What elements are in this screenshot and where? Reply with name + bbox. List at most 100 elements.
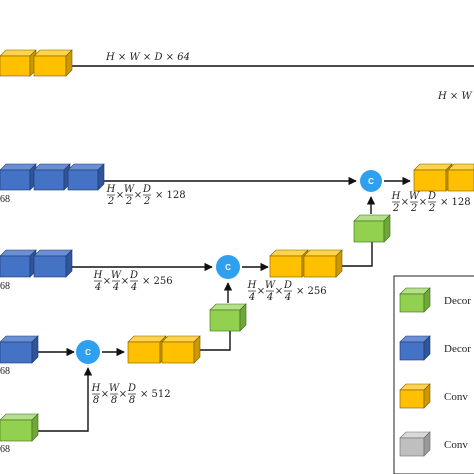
fraction-numerator: W <box>409 191 420 202</box>
channel-count: × 128 <box>440 197 471 208</box>
fraction-numerator: D <box>142 184 151 195</box>
level2-encoder-blocks <box>0 249 73 278</box>
fraction-numerator: D <box>129 270 138 281</box>
upsample-path-level4 <box>38 367 93 432</box>
fraction-denominator: 2 <box>410 203 417 214</box>
times-symbol: × <box>101 389 109 400</box>
legend: Decor Decor Conv Conv <box>393 275 474 474</box>
fraction-denominator: 2 <box>107 196 114 207</box>
level0-dimension-label: H × W × D × 64 <box>105 52 190 63</box>
yellow-block <box>269 249 309 278</box>
fraction-numerator: W <box>109 383 120 394</box>
blue-block <box>0 163 37 191</box>
fraction-denominator: 8 <box>93 395 99 406</box>
times-symbol: × <box>119 389 127 400</box>
level2-right-resolution-label: H4×W4×D4× 256 <box>247 280 327 303</box>
left-fragment-level1: 68 <box>0 194 10 205</box>
times-symbol: × <box>116 190 124 201</box>
fraction-numerator: H <box>91 383 101 394</box>
concat-symbol: C <box>368 177 374 186</box>
fraction-denominator: 2 <box>428 203 435 214</box>
level2-resolution-label: H4×W4×D4× 256 <box>93 270 173 293</box>
level1-right-resolution-label: H2×W2×D2× 128 <box>391 191 471 214</box>
times-symbol: × <box>275 286 283 297</box>
fraction-denominator: 4 <box>248 292 255 303</box>
level0-encoder-blocks <box>0 49 73 77</box>
times-symbol: × <box>257 286 265 297</box>
fraction-numerator: W <box>265 280 276 291</box>
fraction-denominator: 4 <box>112 282 119 293</box>
decoder-level2-blocks <box>269 249 343 278</box>
fraction-denominator: 2 <box>125 196 132 207</box>
yellow-block <box>447 163 474 192</box>
blue-block <box>33 163 71 191</box>
yellow-block <box>161 335 201 364</box>
channel-count: × 512 <box>140 389 171 400</box>
fraction-numerator: D <box>427 191 436 202</box>
blue-block <box>0 249 37 278</box>
level1-encoder-blocks <box>0 163 105 191</box>
concat-symbol: C <box>225 263 231 272</box>
legend-label: Decor <box>444 343 471 355</box>
blue-block <box>67 163 105 191</box>
concat-node-level3: C <box>76 340 100 364</box>
left-fragment-level4: 68 <box>0 444 10 455</box>
legend-label: Conv <box>444 439 468 451</box>
times-symbol: × <box>103 276 111 287</box>
fraction-denominator: 2 <box>143 196 150 207</box>
yellow-block <box>127 335 167 364</box>
decoder-level1-blocks <box>413 163 474 192</box>
fraction-denominator: 2 <box>392 203 399 214</box>
upsample-path-level2 <box>342 242 373 267</box>
connection-lines <box>38 65 474 432</box>
legend-label: Decor <box>444 295 471 307</box>
fraction-denominator: 4 <box>130 282 137 293</box>
yellow-block <box>303 249 343 278</box>
level1-resolution-label: H2×W2×D2× 128 <box>106 184 186 207</box>
yellow-block <box>0 49 37 77</box>
blue-block <box>0 335 39 364</box>
fraction-numerator: W <box>124 184 135 195</box>
left-fragment-level3: 68 <box>0 366 10 377</box>
times-symbol: × <box>419 197 427 208</box>
level3-resolution-label: H8×W8×D8× 512 <box>91 383 171 406</box>
fraction-denominator: 4 <box>266 292 273 303</box>
upsample-green-block-level3 <box>209 303 247 332</box>
fraction-numerator: W <box>111 270 122 281</box>
left-fragment-level2: 68 <box>0 281 10 292</box>
level4-green-block <box>0 413 39 442</box>
fraction-denominator: 8 <box>129 395 135 406</box>
fraction-denominator: 4 <box>94 282 101 293</box>
fraction-denominator: 8 <box>111 395 117 406</box>
yellow-block <box>33 49 73 77</box>
channel-count: × 128 <box>155 190 186 201</box>
legend-item-decoder-green: Decor <box>399 287 471 313</box>
upsample-green-block-level2 <box>353 214 391 243</box>
times-symbol: × <box>134 190 142 201</box>
fraction-numerator: D <box>127 383 136 394</box>
legend-item-conv-yellow: Conv <box>399 383 468 409</box>
blue-block <box>33 249 73 278</box>
right-partial-dimension-label: H × W × <box>437 91 474 102</box>
decoder-level3-blocks <box>127 335 201 364</box>
legend-item-decoder-blue: Decor <box>399 335 471 361</box>
concat-node-level2: C <box>216 255 240 279</box>
fraction-numerator: D <box>283 280 292 291</box>
fraction-numerator: H <box>247 280 257 291</box>
times-symbol: × <box>401 197 409 208</box>
times-symbol: × <box>121 276 129 287</box>
legend-label: Conv <box>444 391 468 403</box>
yellow-block <box>413 163 453 192</box>
legend-item-conv-gray: Conv <box>399 431 468 457</box>
fraction-denominator: 4 <box>284 292 291 303</box>
fraction-numerator: H <box>93 270 103 281</box>
channel-count: × 256 <box>296 286 327 297</box>
channel-count: × 256 <box>142 276 173 287</box>
fraction-numerator: H <box>391 191 401 202</box>
fraction-numerator: H <box>106 184 116 195</box>
upsample-path-level3 <box>200 330 231 351</box>
level3-encoder-blocks <box>0 335 39 364</box>
concat-symbol: C <box>85 348 91 357</box>
